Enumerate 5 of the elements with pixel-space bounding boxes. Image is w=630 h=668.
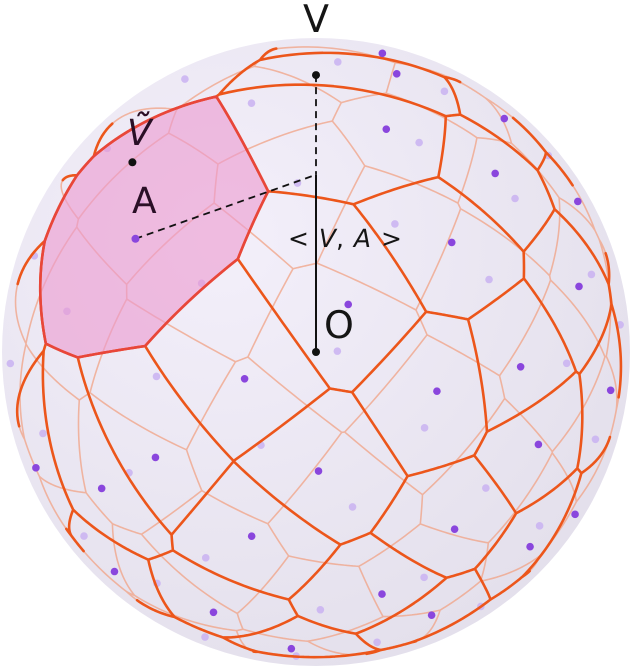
- vector-label: Ṽ: [127, 110, 152, 156]
- inner-product-label: < V, A >: [288, 226, 402, 251]
- origin-label: O: [324, 306, 354, 344]
- vector-label: V: [303, 0, 329, 38]
- point-label: A: [132, 184, 157, 220]
